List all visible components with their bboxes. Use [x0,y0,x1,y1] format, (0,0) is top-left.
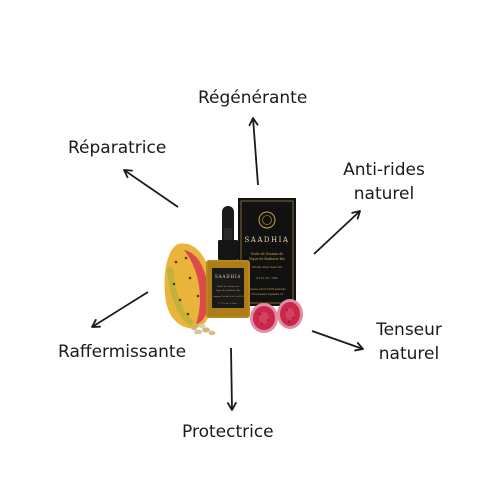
box-line-5: Pressée à froid 100% naturelle [248,288,286,291]
seeds [191,323,216,336]
label-anti-rides-naturel: Anti-rides naturel [332,158,436,206]
box-line-3: Prickly Pear Seed Oil [252,265,282,269]
arrow-down [226,347,237,411]
dropper-bottle: SAADHIA Huile de Graines de Figue de Bar… [206,206,250,318]
bottle-line-3: Organic Prickly Pear Seed Oil [213,296,244,298]
label-raffermissante: Raffermissante [58,342,187,362]
brand-seal-icon [258,211,276,229]
box-brand: SAADHIA [245,236,290,244]
bottle-line-4: 0.5 Fl. Oz / 15ml e [219,303,238,305]
halved-prickly-pears [250,299,303,333]
arrow-up-left [123,169,179,208]
box-line-2: Figue de Barbarie Bio [249,257,285,261]
label-tenseur-naturel: Tenseur naturel [366,318,452,366]
arrow-up [248,117,259,186]
label-protectrice: Protectrice [182,422,274,442]
arrow-up-right [313,210,361,255]
prickly-pear-fruit [164,243,213,329]
bottle-brand: SAADHIA [215,274,241,279]
box-line-4: 0.5 Fl. Oz / 15ml [256,276,278,280]
bottle-line-2: Figue de Barbarie Bio [216,289,241,292]
box-line-6: Cold pressed vegetable oil [251,293,283,296]
arrow-down-left [91,291,149,328]
label-tenseur-line-2: naturel [378,344,440,364]
arrow-down-right [311,330,364,352]
label-regenerante: Régénérante [198,88,308,108]
label-anti-rides-line-2: naturel [353,184,415,204]
box-line-1: Huile de Graines de [251,252,283,256]
bottle-line-1: Huile de Graines de [217,285,240,288]
label-reparatrice: Réparatrice [68,138,167,158]
label-tenseur-line-1: Tenseur [376,320,442,340]
label-anti-rides-line-1: Anti-rides [343,160,425,180]
